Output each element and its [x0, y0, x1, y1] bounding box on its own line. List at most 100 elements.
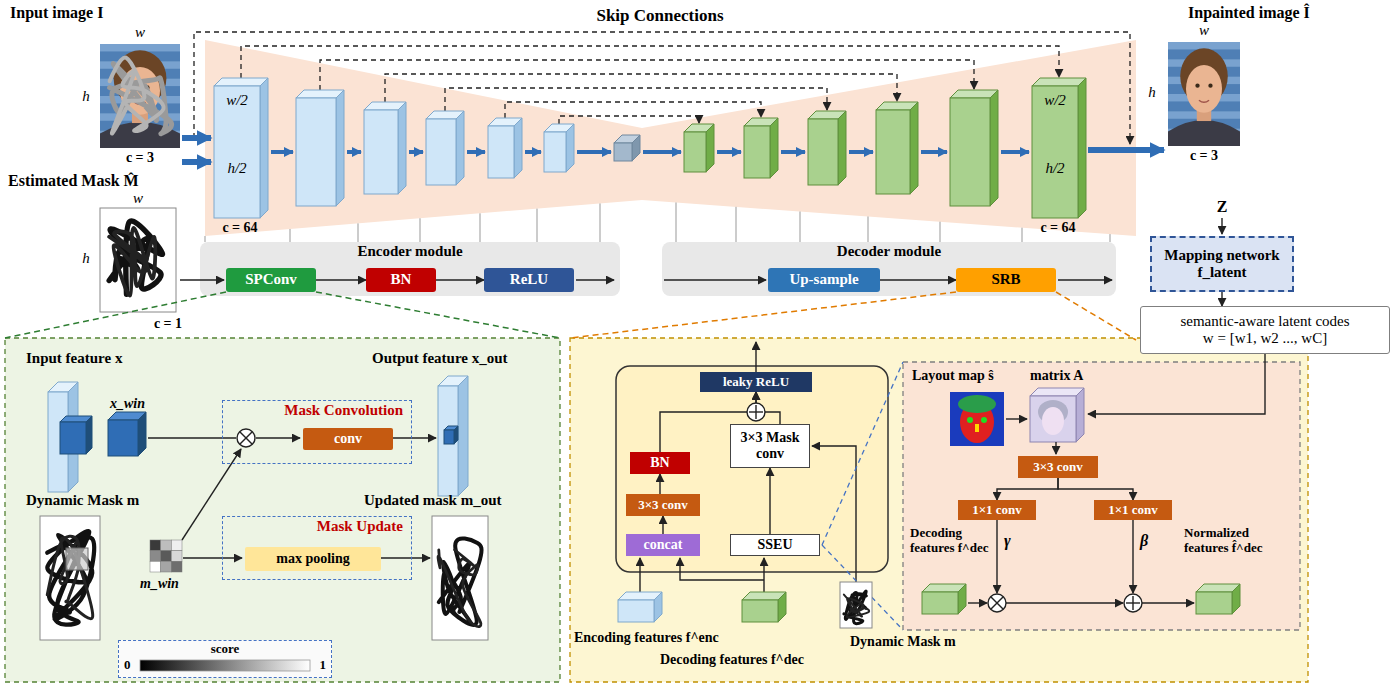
matrix-block-top: [1030, 388, 1084, 396]
flow-arrow: [643, 150, 681, 154]
multiply-stroke: [240, 432, 252, 444]
decoder-block-side: [838, 111, 846, 185]
encoder-block-side: [514, 118, 522, 178]
encoder-block-front: [544, 132, 566, 172]
feature-map-top: [438, 376, 468, 386]
module-leader-line: [940, 222, 941, 242]
node-text: SPConv: [245, 271, 297, 288]
matrix-block-side: [1076, 388, 1084, 442]
score-gradient-bar: [140, 660, 310, 671]
dimension-label: h/2: [227, 160, 246, 177]
detail-panel: [570, 338, 1308, 682]
node-text: Mapping network: [1164, 247, 1279, 264]
feature-label: Input feature x: [26, 350, 122, 367]
dimension-label: w/2: [1044, 92, 1066, 109]
node-text: 3×3 conv: [638, 498, 688, 513]
dimension-label: w/2: [226, 92, 248, 109]
mask-score-cell: [161, 551, 172, 562]
process-box: SSEU: [730, 534, 820, 556]
feature-map-top: [48, 382, 78, 392]
process-box: BN: [366, 268, 436, 292]
decoder-block-front: [1032, 86, 1078, 218]
output-arrow: [1088, 147, 1164, 153]
feature-label: Normalized features f̂^dec: [1184, 526, 1288, 556]
scribble-stroke: [47, 536, 92, 618]
dimension-label: w: [133, 190, 143, 207]
dimension-label: h/2: [1045, 160, 1064, 177]
zoom-line: [822, 362, 903, 545]
feature-label: Dynamic Mask m: [26, 492, 139, 509]
module-leader-line: [1022, 228, 1023, 242]
process-box: Up-sample: [768, 268, 880, 292]
node-text: score: [119, 642, 331, 657]
flow-connector: [880, 279, 956, 280]
encoder-block-top: [364, 102, 406, 110]
flow-arrow: [409, 150, 423, 154]
node-subtext: 0: [124, 658, 131, 673]
node-text: Decoder module: [837, 243, 941, 260]
scribble-stroke: [844, 595, 869, 618]
layout-region: [967, 417, 973, 423]
photo-background: [1168, 42, 1240, 146]
encoder-block-top: [488, 118, 522, 126]
encoder-block-front: [214, 86, 260, 218]
activation-box: leaky ReLU: [700, 372, 812, 392]
node-text: Mask Convolution: [284, 402, 403, 419]
eye: [1208, 84, 1212, 88]
module-panel-background: [200, 242, 620, 296]
node-text: max pooling: [276, 551, 350, 567]
decoder-block-front: [876, 110, 910, 194]
module-leader-line: [480, 213, 481, 242]
feature-label: x_win: [110, 396, 145, 412]
channel-label: c = 3: [126, 150, 154, 166]
module-leader-line: [290, 229, 291, 242]
process-box: concat: [626, 534, 700, 556]
image-title: Input image I: [10, 4, 103, 22]
flow-line: [1132, 520, 1133, 593]
node-text: 3×3 conv: [1033, 460, 1083, 475]
parameter-label: β: [1140, 532, 1148, 550]
node-subtext: w = [w1, w2 ..., wC]: [1203, 330, 1327, 347]
module-leader-line: [676, 202, 677, 242]
dimension-label: h: [82, 88, 90, 105]
process-box: BN: [630, 452, 690, 474]
network-background: [205, 40, 1136, 236]
flow-line: [1088, 354, 1265, 414]
flow-line: [1055, 442, 1056, 454]
flow-line: [755, 342, 756, 372]
flow-arrow: [347, 150, 361, 154]
flow-line: [182, 449, 241, 540]
feature-label: Output feature x_out: [372, 350, 508, 367]
dimension-label: h: [1148, 84, 1156, 101]
skip-connection: [320, 60, 974, 90]
feature-window-front: [60, 422, 86, 454]
process-box: 3×3 conv: [1018, 456, 1098, 478]
add-stroke: [755, 405, 756, 419]
flow-connector: [1058, 478, 1133, 500]
process-box: max pooling: [245, 547, 381, 571]
node-subtext: 1: [320, 658, 327, 673]
encoder-block-side: [398, 102, 406, 194]
node-text: 1×1 conv: [972, 503, 1022, 518]
flow-connector: [436, 279, 484, 280]
flow-arrow: [577, 150, 611, 154]
flow-connector: [1221, 292, 1222, 306]
image-title: Estimated Mask M̂: [8, 172, 139, 190]
flow-arrow: [467, 150, 485, 154]
multiply-symbol: [988, 594, 1006, 612]
decoder-block-front: [808, 119, 838, 185]
mask-score-cell: [150, 561, 161, 572]
channel-label: c = 3: [1190, 148, 1218, 164]
decoder-block-side: [1078, 78, 1086, 218]
module-leader-line: [600, 203, 601, 242]
dimension-label: h: [82, 250, 90, 267]
encoder-block-top: [544, 124, 574, 132]
feature-map-front: [1196, 592, 1232, 614]
feature-label: matrix A: [1030, 368, 1083, 384]
node-text: Encoder module: [357, 243, 462, 260]
dimension-label: w: [1199, 22, 1209, 39]
module-leader-line: [868, 216, 869, 242]
section-title: Skip Connections: [596, 6, 723, 26]
flow-arrow: [271, 150, 293, 154]
bottleneck-block-front: [614, 143, 632, 161]
